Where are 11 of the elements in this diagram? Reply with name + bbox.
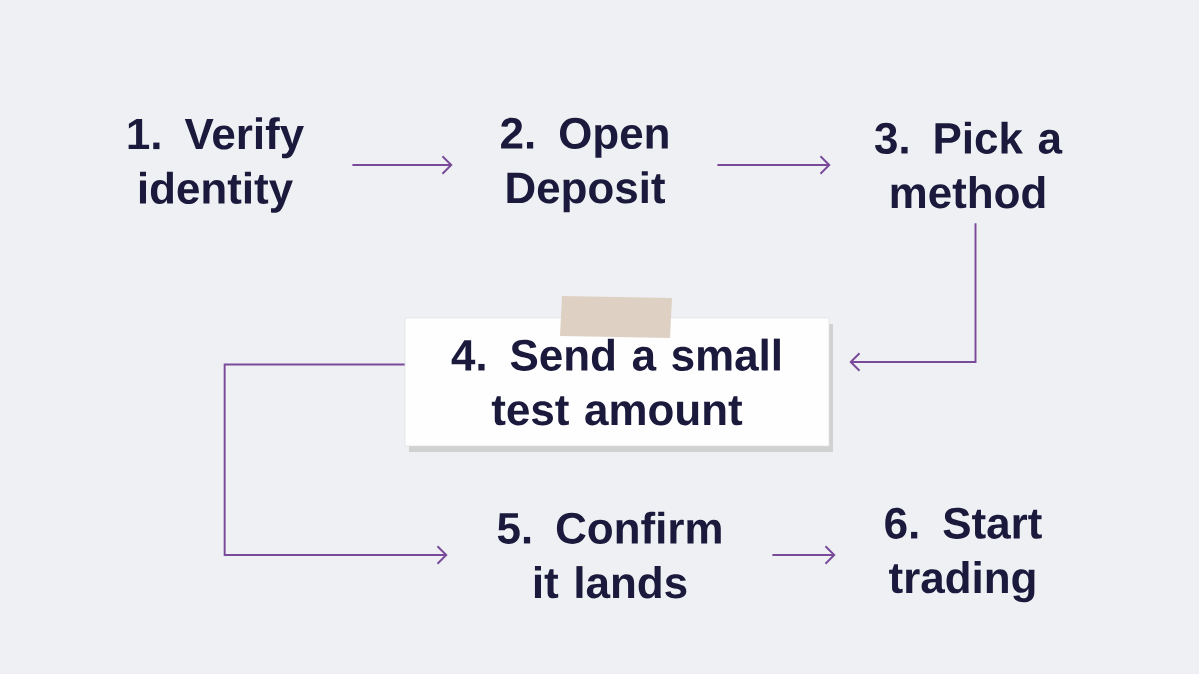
arrow [716,155,831,175]
arrow [849,222,977,372]
step-text: 6. Start trading [885,507,1042,603]
step-text: 3. Pick a method [875,121,1063,209]
arrow [771,545,836,565]
step-text: 2. Open Deposit [501,117,668,213]
note-card: 4. Send a small test amount [404,317,833,452]
arrow [351,155,453,175]
arrow [223,363,448,565]
step-text: 5. Confirm it lands [497,511,721,599]
step-text: 1. Verify identity [128,117,304,213]
